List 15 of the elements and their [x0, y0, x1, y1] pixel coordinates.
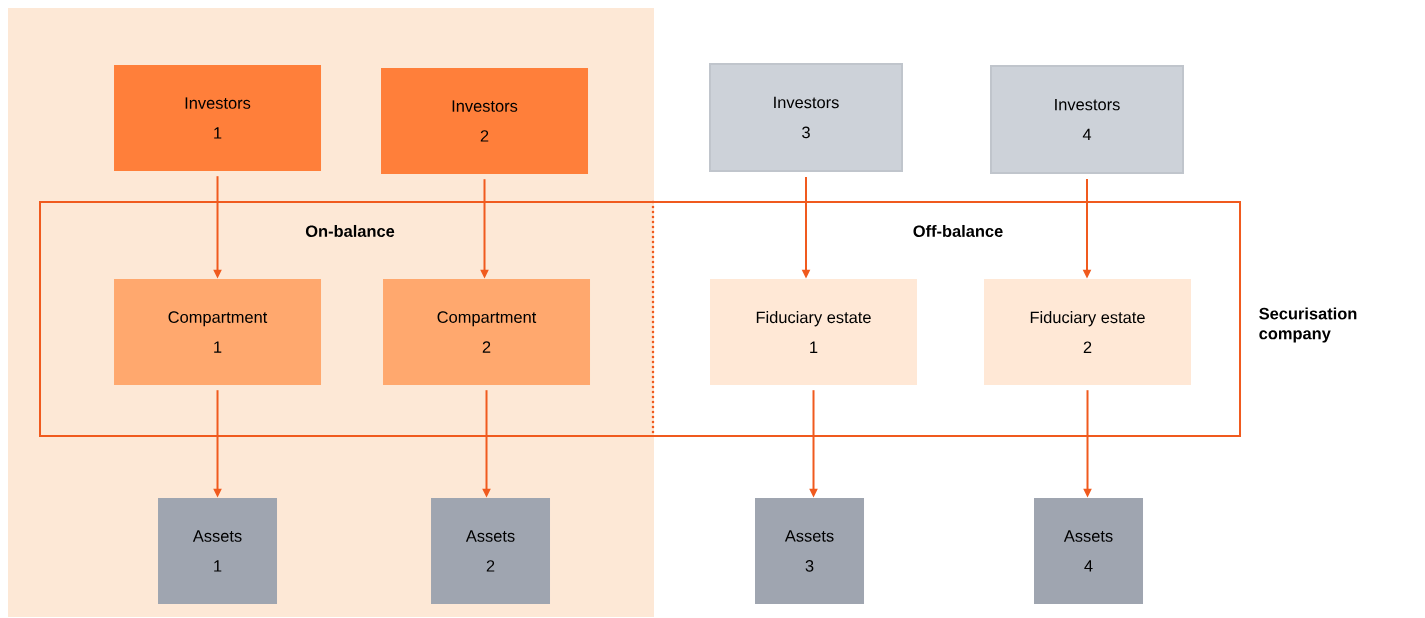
compartment-box: Compartment 1: [114, 279, 321, 385]
estate-box: Fiduciary estate 1: [710, 279, 917, 385]
section-label: On-balance: [305, 224, 395, 238]
estate-box: Fiduciary estate 2: [984, 279, 1191, 385]
node-label: Securisation company: [1259, 307, 1357, 343]
investor-box: Investors 4: [990, 65, 1184, 174]
compartment-box: Compartment 2: [383, 279, 590, 385]
investor-box: Investors 1: [114, 65, 321, 171]
asset-box: Assets 3: [755, 498, 864, 604]
asset-box: Assets 1: [158, 498, 277, 604]
section-label: Off-balance: [913, 224, 1003, 238]
asset-box: Assets 2: [431, 498, 550, 604]
asset-box: Assets 4: [1034, 498, 1143, 604]
investor-box: Investors 3: [709, 63, 903, 172]
investor-box: Investors 2: [381, 68, 588, 174]
